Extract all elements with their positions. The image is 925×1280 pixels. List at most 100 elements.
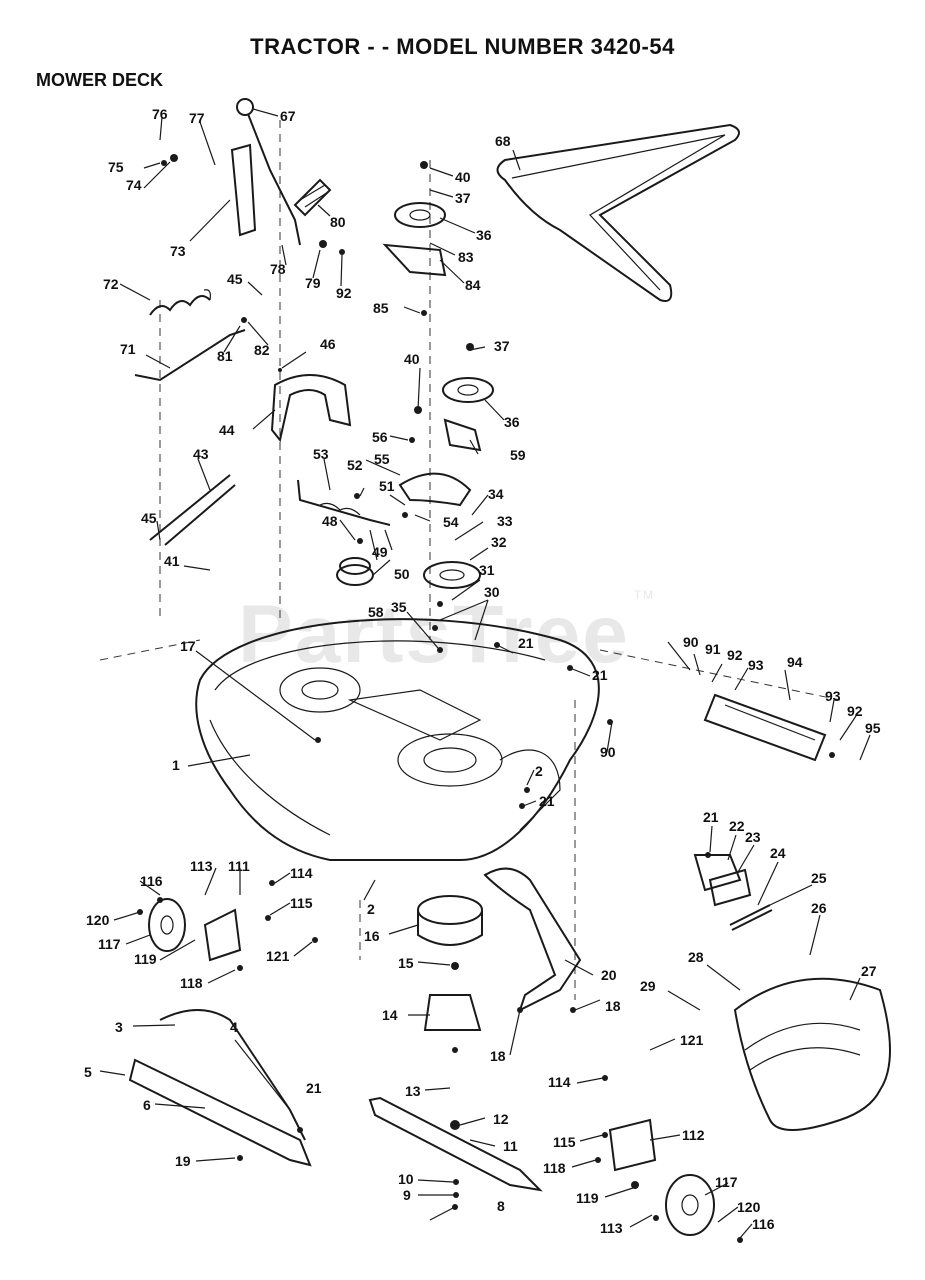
callout-94: 94 <box>787 654 803 670</box>
callout-92: 92 <box>727 647 743 663</box>
idler-arm <box>297 479 391 526</box>
section-title: MOWER DECK <box>36 70 163 90</box>
mower-deck-housing <box>195 618 600 861</box>
rod-71 <box>134 329 246 382</box>
callout-116: 116 <box>752 1216 775 1232</box>
callout-50: 50 <box>394 566 410 582</box>
callout-1: 1 <box>172 757 180 773</box>
gauge-wheel-right <box>608 1118 715 1236</box>
callout-12: 12 <box>493 1111 509 1127</box>
callout-59: 59 <box>510 447 526 463</box>
callout-15: 15 <box>398 955 414 971</box>
callout-54: 54 <box>443 514 459 530</box>
callout-23: 23 <box>745 829 761 845</box>
callout-44: 44 <box>219 422 235 438</box>
callout-36: 36 <box>476 227 492 243</box>
callout-46: 46 <box>320 336 336 352</box>
callout-71: 71 <box>120 341 136 357</box>
callout-22: 22 <box>729 818 745 834</box>
callout-84: 84 <box>465 277 481 293</box>
hardware <box>137 154 835 1243</box>
callout-37: 37 <box>455 190 471 206</box>
callout-3: 3 <box>115 1019 123 1035</box>
callout-118: 118 <box>543 1160 566 1176</box>
callout-2: 2 <box>535 763 543 779</box>
callout-85: 85 <box>373 300 389 316</box>
callout-117: 117 <box>98 936 121 952</box>
callout-26: 26 <box>811 900 827 916</box>
callout-121: 121 <box>680 1032 704 1048</box>
callout-21: 21 <box>592 667 608 683</box>
shaft-94 <box>703 693 827 762</box>
callout-18: 18 <box>605 998 621 1014</box>
callout-35: 35 <box>391 599 407 615</box>
pulley-32 <box>423 561 481 589</box>
callout-20: 20 <box>601 967 617 983</box>
callout-13: 13 <box>405 1083 421 1099</box>
callout-8: 8 <box>497 1198 505 1214</box>
callout-2: 2 <box>367 901 375 917</box>
callout-90: 90 <box>600 744 616 760</box>
callout-74: 74 <box>126 177 142 193</box>
callout-83: 83 <box>458 249 474 265</box>
callout-43: 43 <box>193 446 209 462</box>
callout-56: 56 <box>372 429 388 445</box>
callout-30: 30 <box>484 584 500 600</box>
callout-labels: 1 2 2 3 4 5 6 8 9 10 11 12 13 14 15 16 1… <box>84 106 881 1236</box>
callout-114: 114 <box>548 1074 571 1090</box>
callout-90: 90 <box>683 634 699 650</box>
callout-111: 111 <box>228 858 250 874</box>
callout-121: 121 <box>266 948 290 964</box>
callout-40: 40 <box>404 351 420 367</box>
callout-91: 91 <box>705 641 721 657</box>
callout-112: 112 <box>682 1127 705 1143</box>
callout-77: 77 <box>189 110 205 126</box>
callout-113: 113 <box>190 858 213 874</box>
spring-58 <box>336 557 391 586</box>
callout-9: 9 <box>403 1187 411 1203</box>
watermark-text: PartsTree <box>238 589 630 680</box>
callout-73: 73 <box>170 243 186 259</box>
callout-95: 95 <box>865 720 881 736</box>
callout-21: 21 <box>518 635 534 651</box>
callout-58: 58 <box>368 604 384 620</box>
callout-19: 19 <box>175 1153 191 1169</box>
callout-21: 21 <box>703 809 719 825</box>
callout-17: 17 <box>180 638 196 654</box>
watermark-tm: TM <box>633 588 656 602</box>
callout-4: 4 <box>230 1019 238 1035</box>
callout-33: 33 <box>497 513 513 529</box>
belt-68 <box>496 123 740 302</box>
callout-117: 117 <box>715 1174 738 1190</box>
callout-55: 55 <box>374 451 390 467</box>
callout-25: 25 <box>811 870 827 886</box>
callout-68: 68 <box>495 133 511 149</box>
pulley-lower <box>442 377 494 452</box>
pulley-upper <box>382 202 447 277</box>
spring-25 <box>729 904 773 931</box>
rod-43 <box>149 474 236 546</box>
callout-16: 16 <box>364 928 380 944</box>
callout-78: 78 <box>270 261 286 277</box>
callout-45: 45 <box>227 271 243 287</box>
leader-lines <box>99 108 871 1239</box>
callout-27: 27 <box>861 963 877 979</box>
chute-bracket <box>693 854 752 907</box>
callout-51: 51 <box>379 478 395 494</box>
callout-34: 34 <box>488 486 504 502</box>
callout-114: 114 <box>290 865 313 881</box>
callout-80: 80 <box>330 214 346 230</box>
grip <box>293 178 332 217</box>
gauge-wheel-left <box>148 898 242 962</box>
callout-79: 79 <box>305 275 321 291</box>
callout-29: 29 <box>640 978 656 994</box>
callout-118: 118 <box>180 975 203 991</box>
callout-92: 92 <box>336 285 352 301</box>
callout-92: 92 <box>847 703 863 719</box>
blade-6 <box>128 1009 312 1167</box>
spindle-14 <box>417 895 483 1031</box>
callout-32: 32 <box>491 534 507 550</box>
callout-48: 48 <box>322 513 338 529</box>
callout-31: 31 <box>479 562 495 578</box>
